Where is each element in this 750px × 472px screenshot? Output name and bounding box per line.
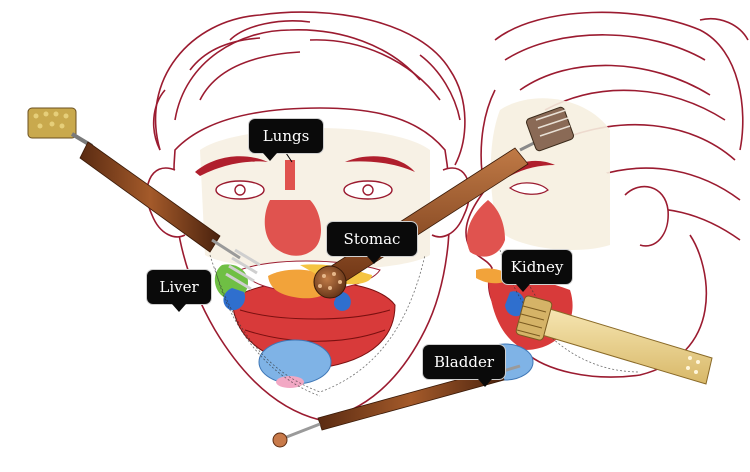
lung-zone <box>264 200 322 256</box>
side-nose-zone <box>466 200 505 257</box>
bladder-label: Bladder <box>423 345 505 387</box>
trachea-zone <box>285 160 295 190</box>
right-kidney-zone <box>333 291 351 311</box>
liver-label: Liver <box>147 270 211 312</box>
stomach-label: Stomac <box>327 222 417 264</box>
side-eye <box>508 182 549 195</box>
eyes <box>215 180 393 200</box>
left-eyebrow <box>195 156 268 176</box>
lungs-label: Lungs <box>249 119 323 161</box>
side-kidney-zone <box>505 291 526 317</box>
jade-roller-cream <box>515 295 713 385</box>
jade-roller-top-left <box>27 107 261 291</box>
kidney-label: Kidney <box>502 250 572 292</box>
right-eyebrow <box>345 156 415 172</box>
side-forehead-zone <box>490 98 610 250</box>
